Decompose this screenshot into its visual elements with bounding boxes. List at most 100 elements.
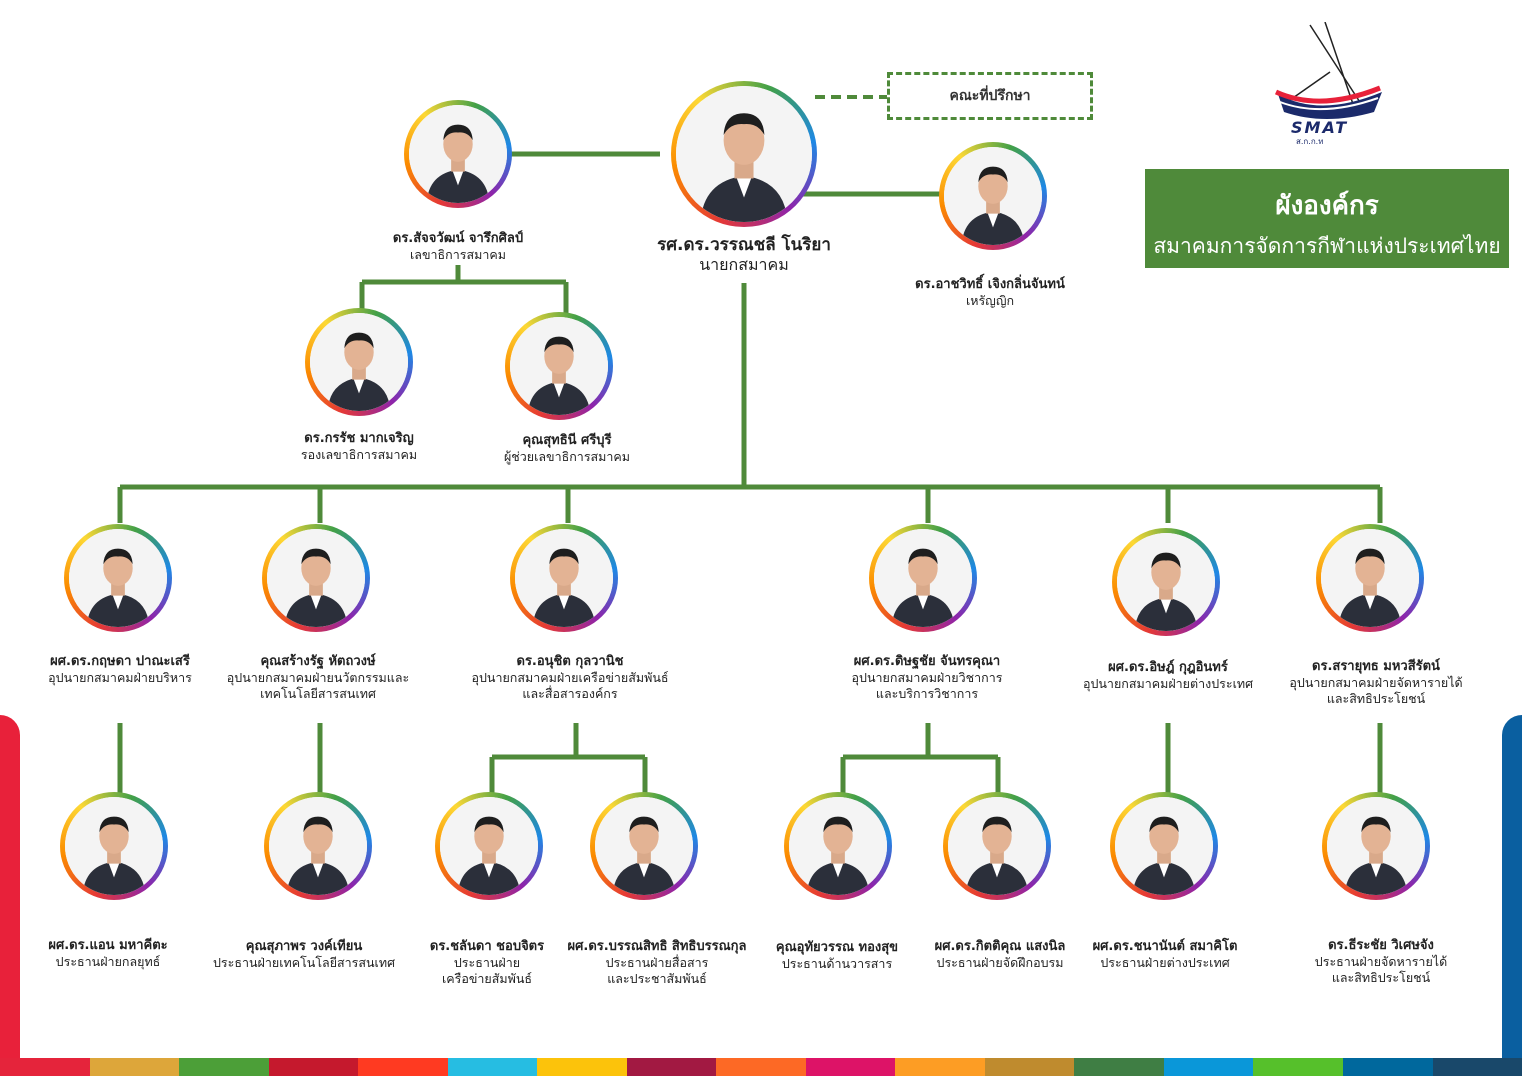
photo-vp-foreign bbox=[1112, 528, 1220, 636]
avatar bbox=[409, 105, 507, 203]
person-avatar-icon bbox=[515, 529, 613, 627]
person-role: เหรัญญิก bbox=[965, 293, 1015, 308]
photo-deputy-secretary bbox=[305, 308, 413, 416]
stripe-segment bbox=[1432, 1058, 1522, 1076]
label-vp-innovation: คุณสร้างรัฐ หัตถวงษ์อุปนายกสมาคมฝ่ายนวัต… bbox=[168, 654, 468, 702]
photo-chair-foreign bbox=[1110, 792, 1218, 900]
photo-vp-revenue bbox=[1316, 524, 1424, 632]
photo-chair-journal bbox=[784, 792, 892, 900]
label-chair-training: ผศ.ดร.กิตติคุณ แสงนิลประธานฝ่ายจัดฝึกอบร… bbox=[850, 939, 1150, 971]
person-avatar-icon bbox=[65, 797, 163, 895]
photo-chair-it bbox=[264, 792, 372, 900]
person-avatar-icon bbox=[1117, 533, 1215, 631]
person-avatar-icon bbox=[1115, 797, 1213, 895]
stripe-segment bbox=[984, 1058, 1075, 1076]
person-avatar-icon bbox=[310, 313, 408, 411]
person-name: ผศ.ดร.แอน มหาคีตะ bbox=[48, 938, 168, 953]
label-chair-journal: คุณอุทัยวรรณ ทองสุขประธานด้านวารสาร bbox=[687, 940, 987, 972]
avatar bbox=[595, 797, 693, 895]
label-deputy-secretary: ดร.กรรัช มากเจริญรองเลขาธิการสมาคม bbox=[209, 431, 509, 463]
stripe-segment bbox=[358, 1058, 448, 1076]
person-name: ดร.กรรัช มากเจริญ bbox=[304, 431, 414, 446]
stripe-segment bbox=[537, 1058, 627, 1076]
title-box: ผังองค์กร สมาคมการจัดการกีฬาแห่งประเทศไท… bbox=[1145, 169, 1509, 268]
photo-president bbox=[671, 81, 817, 227]
page-title: ผังองค์กร bbox=[1275, 191, 1379, 221]
avatar bbox=[1327, 797, 1425, 895]
photo-vp-admin bbox=[64, 524, 172, 632]
avatar bbox=[515, 529, 613, 627]
advisor-box: คณะที่ปรึกษา bbox=[887, 72, 1093, 120]
person-avatar-icon bbox=[510, 317, 608, 415]
person-role: อุปนายกสมาคมฝ่ายนวัตกรรมและ bbox=[226, 670, 410, 685]
person-role: อุปนายกสมาคมฝ่ายเครือข่ายสัมพันธ์ bbox=[471, 670, 669, 685]
person-avatar-icon bbox=[440, 797, 538, 895]
person-avatar-icon bbox=[409, 105, 507, 203]
person-role: อุปนายกสมาคมฝ่ายบริหาร bbox=[48, 670, 192, 685]
person-avatar-icon bbox=[269, 797, 367, 895]
label-assistant-secretary: คุณสุทธินี ศรีบุรีผู้ช่วยเลขาธิการสมาคม bbox=[417, 433, 717, 465]
avatar bbox=[440, 797, 538, 895]
label-chair-foreign: ผศ.ดร.ชนานันต์ สมาคิโตประธานฝ่ายต่างประเ… bbox=[1015, 939, 1315, 971]
photo-vp-network bbox=[510, 524, 618, 632]
person-name: ดร.อาชวิทธิ์ เจิงกลิ่นจันทน์ bbox=[915, 277, 1065, 292]
person-name: ดร.ธีระชัย วิเศษจัง bbox=[1328, 938, 1434, 953]
person-avatar-icon bbox=[944, 147, 1042, 245]
person-role: ประธานฝ่ายต่างประเทศ bbox=[1100, 955, 1230, 970]
logo-subtext: ส.ก.ก.ท bbox=[1296, 137, 1324, 146]
person-role: ประธานฝ่ายจัดฝึกอบรม bbox=[936, 955, 1064, 970]
label-vp-foreign: ผศ.ดร.อิษฎ์ กุฎอินทร์อุปนายกสมาคมฝ่ายต่า… bbox=[1018, 660, 1318, 692]
person-avatar-icon bbox=[1321, 529, 1419, 627]
person-name: ดร.อนุชิต กุลวานิช bbox=[516, 654, 624, 669]
label-chair-strategy: ผศ.ดร.แอน มหาคีตะประธานฝ่ายกลยุทธ์ bbox=[0, 938, 258, 970]
page-subtitle: สมาคมการจัดการกีฬาแห่งประเทศไทย bbox=[1153, 234, 1501, 258]
avatar bbox=[1321, 529, 1419, 627]
person-name: ผศ.ดร.ชนานันต์ สมาคิโต bbox=[1092, 939, 1238, 954]
photo-vp-academic bbox=[869, 524, 977, 632]
person-name: ดร.สรายุทธ มหวสีรัตน์ bbox=[1312, 659, 1440, 674]
avatar bbox=[948, 797, 1046, 895]
avatar bbox=[944, 147, 1042, 245]
label-secretary: ดร.สัจจวัฒน์ จารึกศิลป์เลขาธิการสมาคม bbox=[308, 231, 608, 263]
label-vp-admin: ผศ.ดร.กฤษดา ปาณะเสรีอุปนายกสมาคมฝ่ายบริห… bbox=[0, 654, 270, 686]
avatar bbox=[69, 529, 167, 627]
person-name: คุณอุทัยวรรณ ทองสุข bbox=[775, 940, 899, 955]
person-role: รองเลขาธิการสมาคม bbox=[300, 447, 418, 462]
avatar bbox=[267, 529, 365, 627]
photo-chair-media bbox=[590, 792, 698, 900]
person-name: รศ.ดร.วรรณชลี โนริยา bbox=[657, 235, 831, 255]
person-role: และสื่อสารองค์กร bbox=[522, 686, 618, 701]
photo-chair-revenue bbox=[1322, 792, 1430, 900]
person-name: ผศ.ดร.กิตติคุณ แสงนิล bbox=[934, 939, 1066, 954]
person-role: และสิทธิประโยชน์ bbox=[1326, 691, 1426, 706]
avatar bbox=[676, 86, 812, 222]
stripe-segment bbox=[268, 1058, 359, 1076]
person-role: นายกสมาคม bbox=[699, 255, 789, 274]
stripe-segment bbox=[89, 1058, 180, 1076]
stripe-segment bbox=[1342, 1058, 1433, 1076]
person-name: ผศ.ดร.อิษฎ์ กุฎอินทร์ bbox=[1108, 660, 1228, 675]
person-role: อุปนายกสมาคมฝ่ายจัดหารายได้ bbox=[1289, 675, 1463, 690]
photo-chair-strategy bbox=[60, 792, 168, 900]
person-avatar-icon bbox=[69, 529, 167, 627]
person-avatar-icon bbox=[595, 797, 693, 895]
stripe-segment bbox=[179, 1058, 269, 1076]
stripe-segment bbox=[0, 1058, 90, 1076]
photo-assistant-secretary bbox=[505, 312, 613, 420]
photo-secretary bbox=[404, 100, 512, 208]
label-vp-network: ดร.อนุชิต กุลวานิชอุปนายกสมาคมฝ่ายเครือข… bbox=[420, 654, 720, 702]
person-role: ประธานฝ่ายกลยุทธ์ bbox=[55, 954, 161, 969]
person-role: ประธานฝ่าย bbox=[453, 955, 521, 970]
label-vp-academic: ผศ.ดร.ดิษฐชัย จันทรคุณาอุปนายกสมาคมฝ่ายว… bbox=[777, 654, 1077, 702]
avatar bbox=[510, 317, 608, 415]
photo-chair-training bbox=[943, 792, 1051, 900]
person-role: ประธานฝ่ายจัดหารายได้ bbox=[1314, 954, 1448, 969]
right-decor-band bbox=[1502, 715, 1522, 1060]
avatar bbox=[65, 797, 163, 895]
person-avatar-icon bbox=[1327, 797, 1425, 895]
person-role: และบริการวิชาการ bbox=[875, 686, 979, 701]
person-name: ดร.สัจจวัฒน์ จารึกศิลป์ bbox=[392, 231, 524, 246]
person-role: ประธานฝ่ายเทคโนโลยีสารสนเทศ bbox=[212, 955, 396, 970]
person-avatar-icon bbox=[948, 797, 1046, 895]
